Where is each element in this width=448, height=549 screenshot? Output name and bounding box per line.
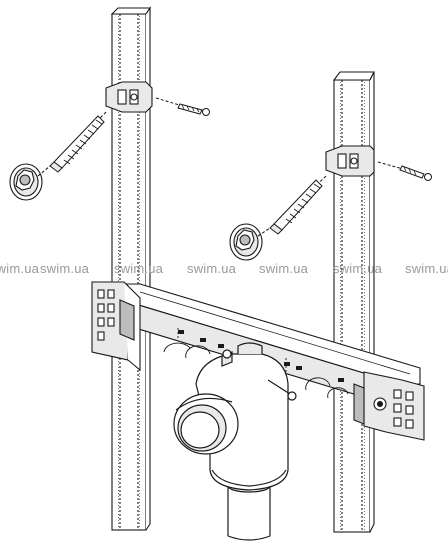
left-end-bracket (91, 281, 141, 372)
watermark-text: swim.ua (259, 261, 309, 276)
left-clamp-bracket (105, 81, 153, 113)
watermark-text: swim.ua (333, 261, 383, 276)
left-washer-nut (9, 163, 51, 201)
rail-arcs (163, 328, 349, 399)
left-small-screw (155, 97, 210, 116)
siphon-trap (173, 342, 297, 541)
watermark-text: swim.ua (0, 261, 40, 276)
right-clamp-bracket (325, 145, 375, 177)
right-small-screw (377, 161, 432, 181)
right-washer-nut (229, 223, 271, 261)
rail-slots (178, 330, 344, 382)
watermark-text: swim.ua (114, 261, 164, 276)
right-lag-bolt (269, 175, 327, 235)
watermark-text: swim.ua (40, 261, 90, 276)
right-end-bracket (353, 371, 425, 441)
right-support-post (332, 71, 375, 533)
watermark-text: swim.ua (405, 261, 448, 276)
left-lag-bolt (49, 111, 107, 173)
watermark-text: swim.ua (187, 261, 237, 276)
